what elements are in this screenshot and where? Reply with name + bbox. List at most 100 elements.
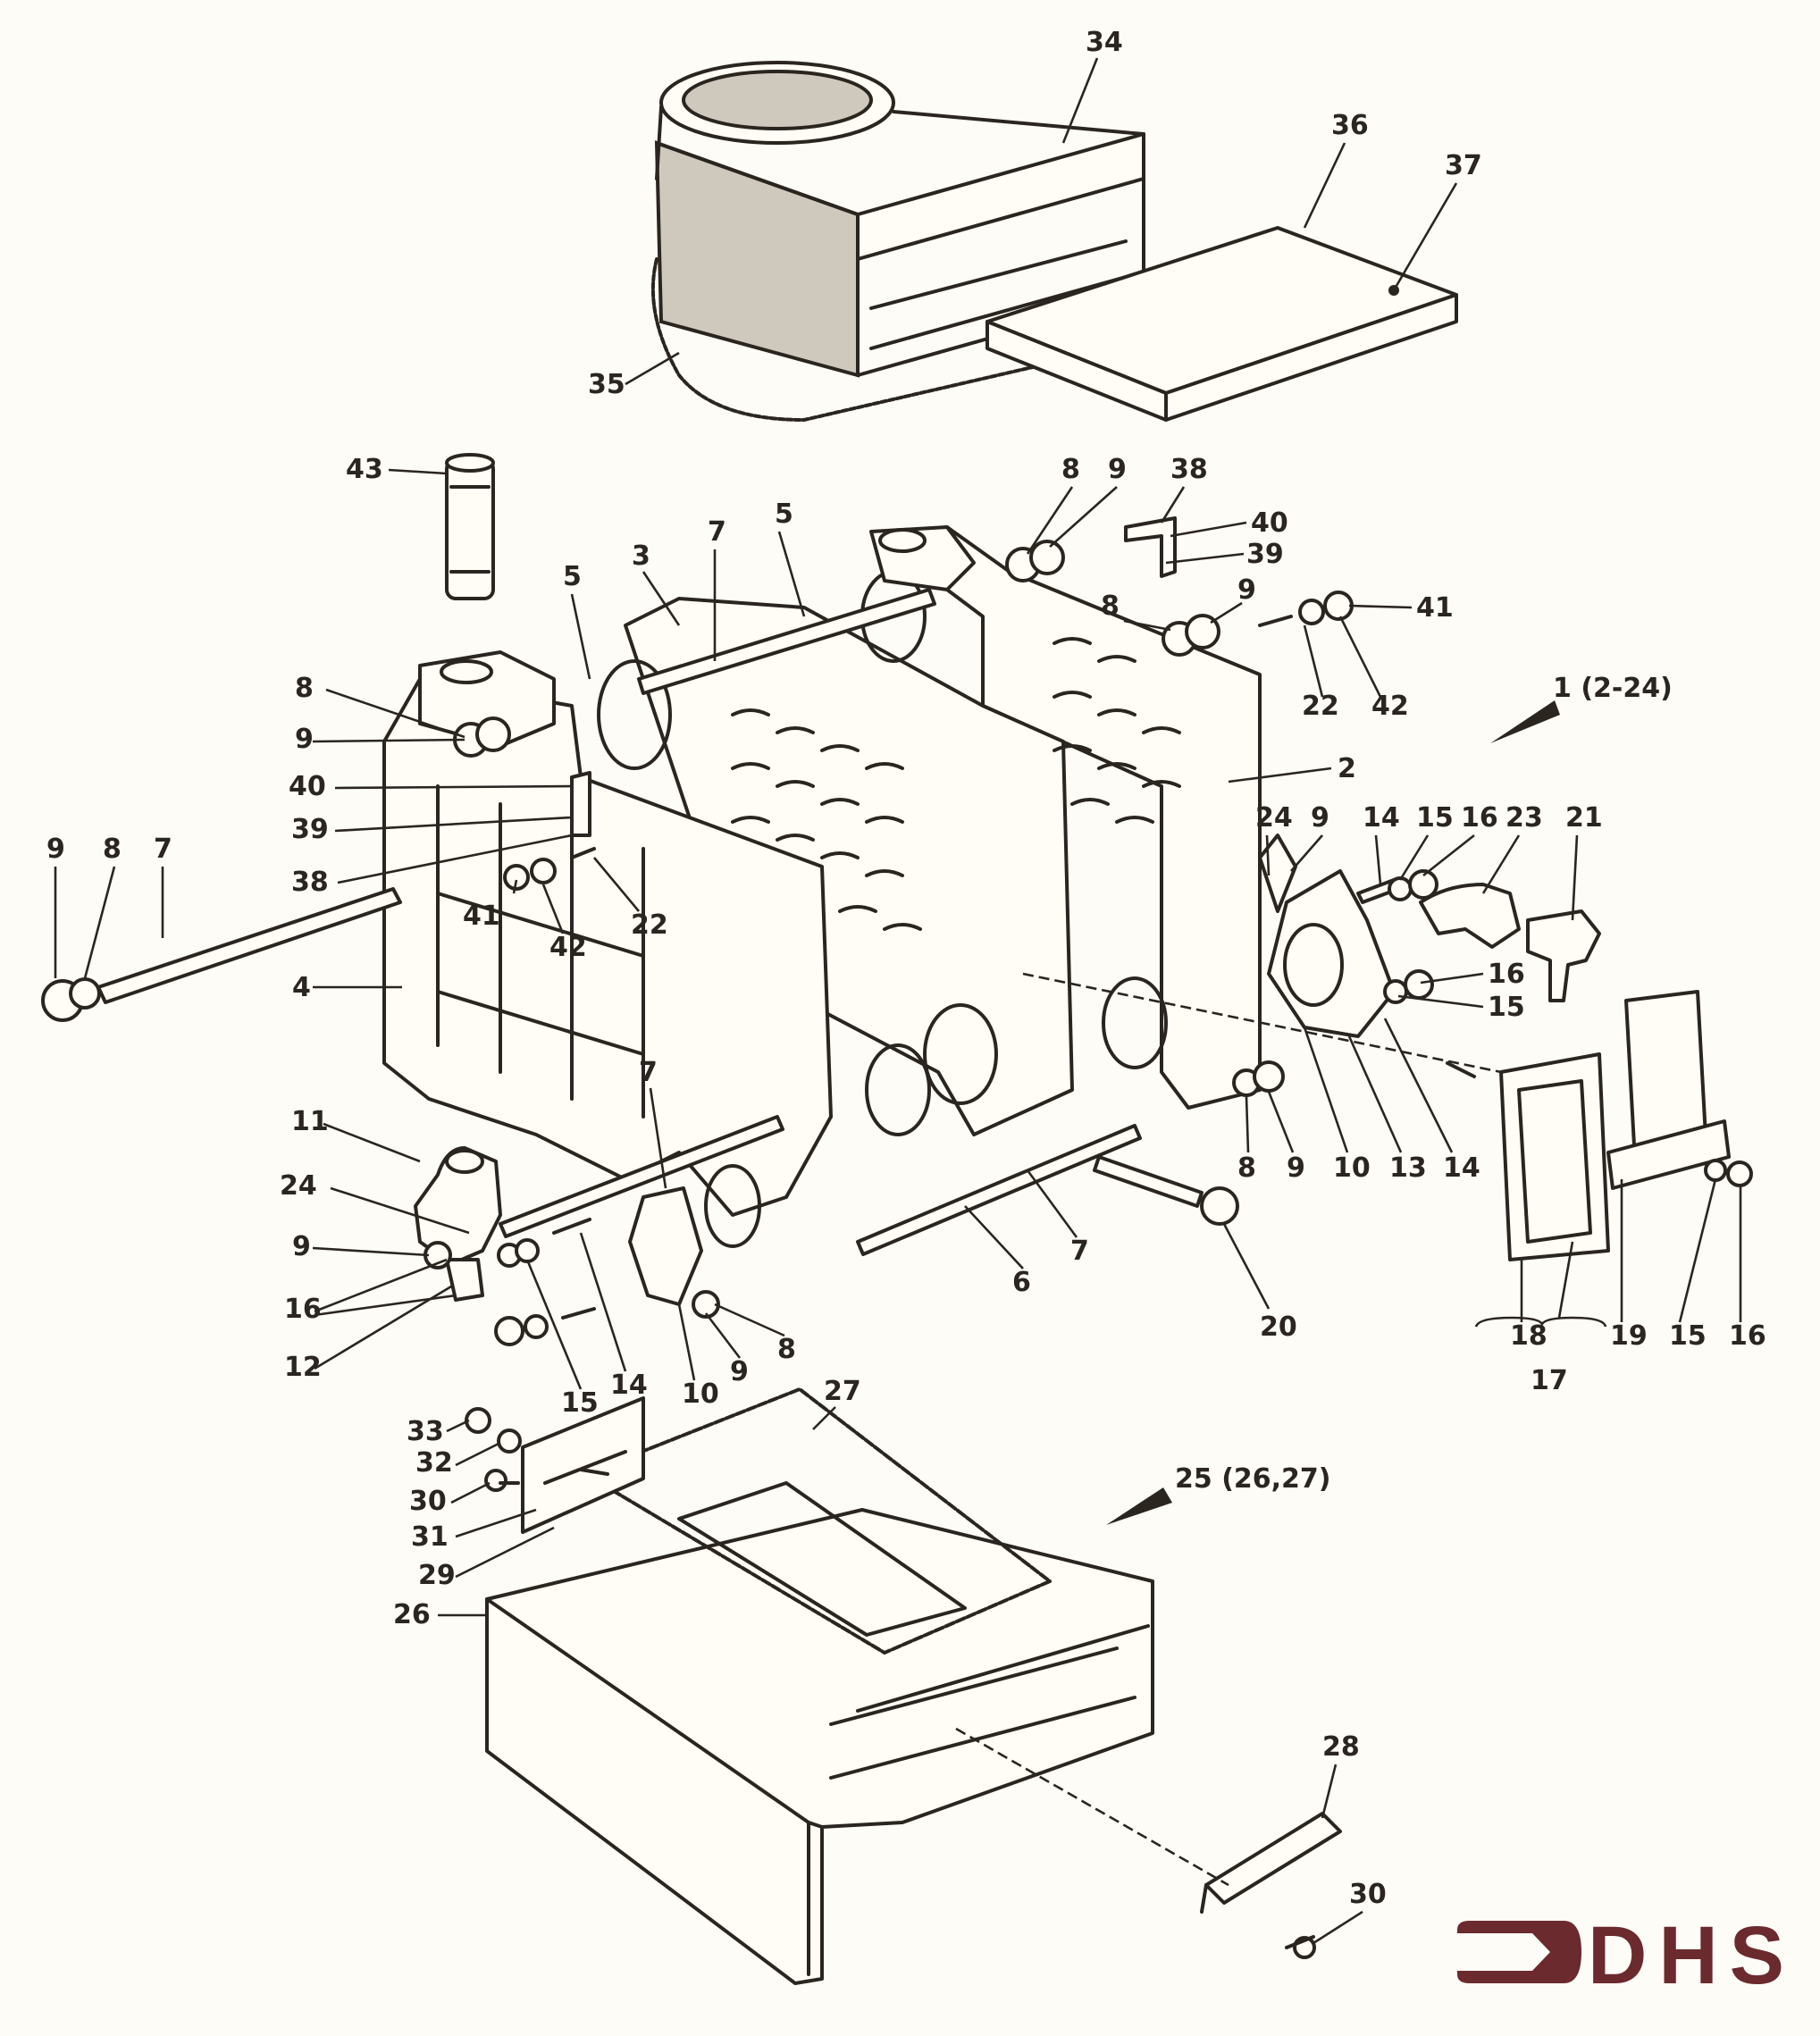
leader-line — [337, 834, 573, 884]
leader-line — [1398, 834, 1430, 881]
leader-line — [1338, 616, 1382, 698]
callout-3: 3 — [632, 540, 650, 572]
callout-34: 34 — [1086, 27, 1123, 58]
callout-9: 9 — [1108, 454, 1127, 485]
leader-line — [314, 1258, 448, 1313]
leader-line — [1303, 624, 1324, 698]
callout-11: 11 — [291, 1106, 329, 1137]
leader-line — [1160, 486, 1186, 524]
callout-7: 7 — [708, 516, 726, 548]
tray-part — [1204, 1812, 1342, 1905]
callout-8: 8 — [295, 673, 314, 704]
leader-line — [1420, 972, 1484, 984]
leader-line — [1049, 486, 1118, 548]
leader-line — [704, 1312, 742, 1359]
leader-line — [541, 884, 565, 934]
callout-36: 36 — [1331, 110, 1369, 141]
leader-line — [1170, 521, 1247, 538]
callout-40: 40 — [1251, 507, 1288, 539]
leader-line — [812, 1406, 836, 1430]
leader-line — [1383, 1018, 1454, 1153]
callout-9: 9 — [730, 1356, 749, 1387]
callout-37: 37 — [1445, 150, 1482, 181]
gasket-flange-part — [628, 1186, 703, 1306]
leader-line — [312, 1246, 430, 1257]
callout-29: 29 — [418, 1560, 456, 1591]
callout-27: 27 — [824, 1376, 861, 1407]
callout-21: 21 — [1565, 802, 1603, 834]
callout-18: 18 — [1510, 1320, 1547, 1352]
callout-42: 42 — [549, 932, 587, 963]
callout-16: 16 — [1488, 959, 1525, 990]
leader-line — [1265, 834, 1271, 876]
callout-9: 9 — [292, 1231, 311, 1262]
leader-line — [1678, 1178, 1717, 1323]
callout-12: 12 — [284, 1352, 322, 1383]
callout-40: 40 — [289, 771, 326, 802]
callout-9: 9 — [295, 724, 314, 755]
callout-6: 6 — [1012, 1267, 1031, 1298]
leader-line — [1026, 486, 1074, 555]
leader-line — [446, 1419, 470, 1433]
leader-line — [334, 816, 573, 833]
callout-23: 23 — [1505, 802, 1543, 834]
callout-16: 16 — [284, 1294, 322, 1325]
leader-line — [334, 784, 573, 790]
flange-part — [1267, 869, 1396, 1038]
callout-9: 9 — [1237, 574, 1256, 606]
leader-line — [450, 1481, 491, 1504]
callout-20: 20 — [1260, 1311, 1297, 1343]
leader-line — [1557, 1241, 1574, 1319]
leader-line — [314, 1285, 452, 1370]
dhs-logo: DHS — [1457, 1912, 1784, 1992]
leader-line — [325, 688, 465, 739]
leader-line — [964, 1205, 1024, 1269]
leader-line — [314, 1294, 457, 1317]
leader-line — [677, 1303, 696, 1381]
drain-valve-part — [1526, 909, 1601, 1002]
leader-line — [1571, 834, 1579, 921]
washer-part — [69, 977, 101, 1010]
gasket-part — [650, 257, 1038, 422]
callout-15: 15 — [1488, 992, 1525, 1023]
callout-15: 15 — [1669, 1320, 1707, 1352]
callout-42: 42 — [1371, 691, 1409, 722]
leader-line — [83, 866, 116, 979]
callout-14: 14 — [610, 1370, 648, 1401]
leader-line — [1210, 601, 1243, 624]
callout-38: 38 — [291, 867, 329, 898]
leader-line — [1481, 834, 1521, 894]
assembly-pointer-25 — [1106, 1487, 1172, 1525]
callout-38: 38 — [1170, 454, 1208, 485]
leader-line — [1397, 994, 1484, 1009]
callout-8: 8 — [103, 834, 122, 865]
leader-line — [1303, 142, 1346, 229]
callout-7: 7 — [639, 1057, 658, 1088]
leader-line — [1267, 1091, 1295, 1153]
leader-line — [1347, 1035, 1403, 1153]
callout-16: 16 — [1461, 802, 1498, 834]
leader-line — [1303, 1026, 1349, 1153]
callout-8: 8 — [1237, 1152, 1256, 1184]
callout-30: 30 — [1349, 1879, 1387, 1910]
callout-8: 8 — [777, 1334, 796, 1365]
callout-14: 14 — [1363, 802, 1400, 834]
logo-text: DHS — [1588, 1912, 1784, 1992]
callout-17: 17 — [1531, 1365, 1568, 1396]
leader-line — [1422, 834, 1475, 877]
leader-line — [330, 1186, 470, 1235]
callout-7: 7 — [154, 834, 172, 865]
callout-26: 26 — [393, 1599, 431, 1630]
callout-39: 39 — [291, 814, 329, 845]
callout-8: 8 — [1101, 591, 1120, 622]
callout-24: 24 — [280, 1170, 317, 1202]
leader-line — [525, 1259, 583, 1390]
callout-9: 9 — [1311, 802, 1329, 834]
callout-9: 9 — [1287, 1152, 1305, 1184]
leader-line — [1228, 767, 1332, 783]
leader-line — [714, 1303, 785, 1337]
leader-line — [455, 1508, 537, 1538]
leader-line — [388, 468, 448, 475]
callout-15: 15 — [1416, 802, 1454, 834]
